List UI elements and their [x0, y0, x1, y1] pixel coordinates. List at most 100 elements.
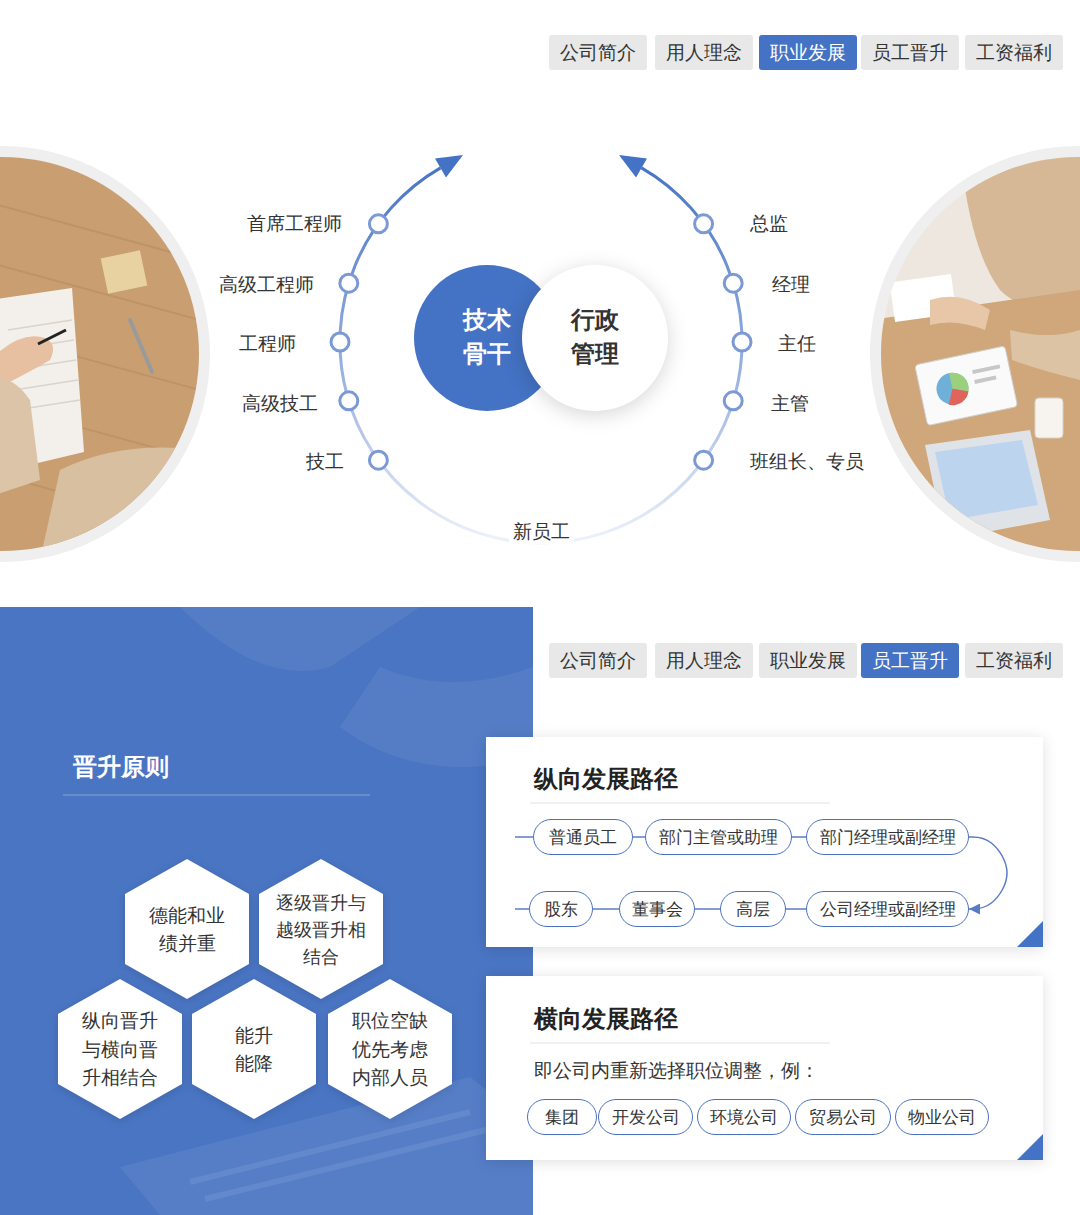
pill-label: 董事会: [632, 901, 683, 918]
tab-button: 用人理念: [655, 35, 753, 70]
pill-label: 贸易公司: [809, 1109, 877, 1126]
position-pill: 公司经理或副经理: [806, 891, 969, 927]
position-pill: 高层: [720, 891, 786, 927]
position-pill: 部门主管或助理: [645, 819, 792, 855]
pill-label: 部门主管或助理: [659, 829, 778, 846]
rank-label-holder: 新员工: [441, 518, 641, 544]
principles-panel: 晋升原则德能和业绩并重逐级晋升与越级晋升相结合纵向晋升与横向晋升相结合 能升能降 职…: [0, 607, 533, 1215]
tab-button: 员工晋升: [861, 35, 959, 70]
title-rule: [530, 803, 830, 804]
rank-label: 技工: [306, 448, 344, 474]
pill-label: 高层: [736, 901, 770, 918]
position-pill: 物业公司: [895, 1099, 989, 1135]
tab-button: 员工晋升: [861, 643, 959, 678]
principle-text: 职位空缺优先考虑内部人员: [352, 1006, 428, 1092]
photo-ring: [0, 146, 210, 562]
photo-right: [870, 146, 1080, 562]
photo-ring: [870, 146, 1080, 562]
connector: [695, 908, 720, 910]
tab-label: 公司简介: [560, 43, 636, 62]
principle-text: 纵向晋升与横向晋升相结合: [82, 1006, 158, 1092]
rank-label: 高级工程师: [219, 271, 314, 297]
tab-label: 用人理念: [666, 651, 742, 670]
tab-button: 工资福利: [965, 643, 1063, 678]
tab-button: 职业发展: [759, 35, 857, 70]
tab-button: 工资福利: [965, 35, 1063, 70]
rank-label-holder: 首席工程师: [142, 210, 342, 236]
corner-mark: [1017, 921, 1043, 947]
principle-hexagon: 逐级晋升与越级晋升相结合: [259, 859, 383, 999]
principle-hexagon: 能升能降: [192, 979, 316, 1119]
connector: [633, 836, 645, 838]
tab-button: 职业发展: [759, 643, 857, 678]
rank-label-holder: 技工: [144, 448, 344, 474]
hexagon-fill: [192, 979, 316, 1119]
pill-label: 部门经理或副经理: [820, 829, 956, 846]
connector: [593, 908, 619, 910]
arc-arrowhead: [619, 155, 647, 178]
tab-button: 用人理念: [655, 643, 753, 678]
hexagon-fill: [58, 979, 182, 1119]
hexagon-fill: [125, 859, 249, 999]
panel-title: 晋升原则: [73, 752, 533, 782]
photo-left: [0, 146, 210, 562]
card-title: 横向发展路径: [534, 1004, 1043, 1034]
track-title: 行政管理: [571, 304, 619, 371]
hexagon-shape: [125, 859, 249, 999]
rank-label: 工程师: [239, 330, 296, 356]
tab-label: 员工晋升: [872, 43, 948, 62]
tab-label: 工资福利: [976, 43, 1052, 62]
tab-label: 用人理念: [666, 43, 742, 62]
position-pill: 集团: [527, 1099, 597, 1135]
hexagon-fill: [259, 859, 383, 999]
rank-label-holder: 总监: [750, 210, 950, 236]
panel-keys-hint: [190, 1112, 490, 1199]
connector: [969, 837, 1007, 909]
pill-label: 股东: [544, 901, 578, 918]
rank-label-holder: 主管: [771, 390, 971, 416]
card-title: 纵向发展路径: [534, 764, 1043, 794]
connector: [792, 836, 806, 838]
rank-label-holder: 经理: [772, 271, 972, 297]
principle-hexagon: 纵向晋升与横向晋升相结合: [58, 979, 182, 1119]
photo-content: [870, 150, 1080, 560]
tab-label: 员工晋升: [872, 651, 948, 670]
corner-mark: [1017, 1134, 1043, 1160]
rank-label-holder: 高级工程师: [114, 271, 314, 297]
rank-label: 总监: [750, 210, 788, 236]
rank-label: 经理: [772, 271, 810, 297]
path-card: 纵向发展路径普通员工 部门主管或助理 部门经理或副经理股东 董事会 高层 公司经理或副经理: [486, 737, 1043, 947]
connector: [786, 908, 806, 910]
pill-label: 集团: [545, 1109, 579, 1126]
panel-photo-hint: [180, 607, 533, 767]
rank-label: 高级技工: [242, 390, 318, 416]
position-pill: 普通员工: [533, 819, 633, 855]
pill-label: 普通员工: [549, 829, 617, 846]
principle-hexagon: 职位空缺优先考虑内部人员: [328, 979, 452, 1119]
tab-button: 公司简介: [549, 643, 647, 678]
position-pill: 开发公司: [598, 1099, 693, 1135]
circle-fill: [522, 265, 668, 411]
principle-text: 德能和业绩并重: [149, 901, 225, 958]
rank-label-holder: 高级技工: [118, 390, 318, 416]
track-title: 技术骨干: [463, 304, 511, 371]
pill-label: 环境公司: [710, 1109, 778, 1126]
panel-laptop-hint: [120, 1077, 533, 1215]
circle-shape: [522, 265, 668, 411]
rank-label: 主任: [778, 330, 816, 356]
position-pill: 贸易公司: [795, 1099, 891, 1135]
title-rule: [63, 795, 370, 796]
title-rule: [530, 1043, 830, 1044]
pill-label: 开发公司: [612, 1109, 680, 1126]
tab-label: 公司简介: [560, 651, 636, 670]
rank-label: 新员工: [509, 518, 574, 544]
principle-text: 能升能降: [235, 1021, 273, 1078]
position-pill: 股东: [529, 891, 593, 927]
photo-content: [0, 150, 200, 560]
pill-label: 公司经理或副经理: [820, 901, 956, 918]
rank-label-holder: 工程师: [96, 330, 296, 356]
tab-label: 职业发展: [770, 43, 846, 62]
principle-hexagon: 德能和业绩并重: [125, 859, 249, 999]
tab-label: 工资福利: [976, 651, 1052, 670]
hexagon-shape: [192, 979, 316, 1119]
